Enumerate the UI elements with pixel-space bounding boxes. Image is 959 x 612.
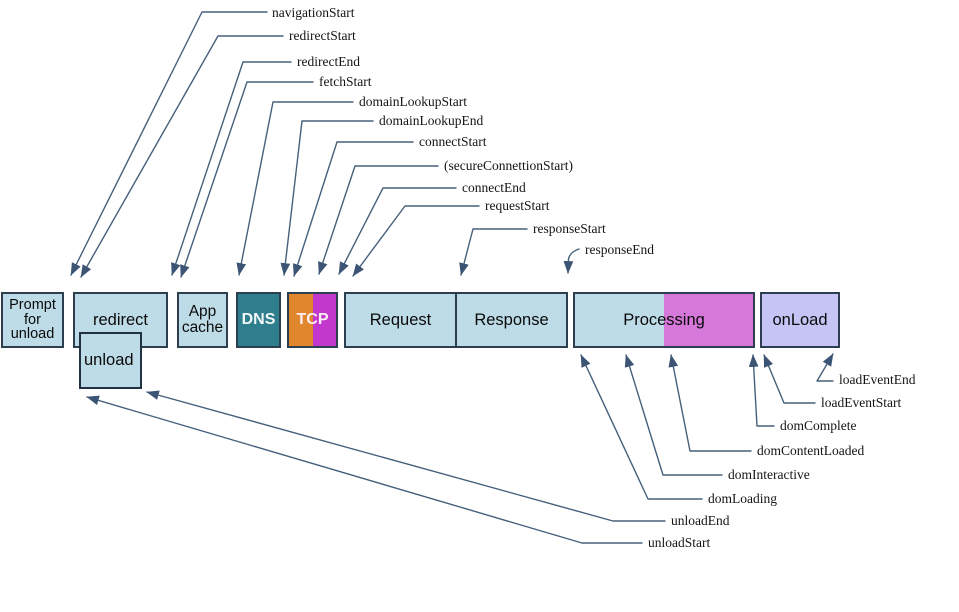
leader-domContentLoaded <box>668 354 752 452</box>
box-app-cache: App cache <box>177 292 228 348</box>
leader-responseEnd <box>563 248 580 274</box>
leader-domLoading <box>580 354 703 500</box>
event-label-connectStart: connectStart <box>419 134 487 149</box>
leader-responseStart <box>459 228 528 276</box>
box-request: Request <box>344 292 455 348</box>
event-label-domLoading: domLoading <box>708 491 777 506</box>
event-label-loadEventStart: loadEventStart <box>821 395 902 410</box>
event-label-domainLookupEnd: domainLookupEnd <box>379 113 484 128</box>
leader-unloadEnd <box>146 390 666 522</box>
leader-redirectEnd <box>171 61 292 276</box>
leader-requestStart <box>352 205 480 277</box>
event-label-navigationStart: navigationStart <box>272 5 355 20</box>
box-label: Response <box>474 310 549 329</box>
event-label-domainLookupStart: domainLookupStart <box>359 94 467 109</box>
event-label-requestStart: requestStart <box>485 198 550 213</box>
box-dns: DNS <box>236 292 281 348</box>
box-response: Response <box>455 292 568 348</box>
leader-connectEnd <box>338 187 457 275</box>
leader-loadEventStart <box>763 354 816 404</box>
event-label-responseEnd: responseEnd <box>585 242 654 257</box>
event-label-redirectStart: redirectStart <box>289 28 356 43</box>
box-label: TCP <box>296 310 329 328</box>
leader-unloadStart <box>86 395 643 544</box>
box-label: Request <box>369 310 432 329</box>
leader-domInteractive <box>624 354 723 476</box>
box-label: redirect <box>92 310 149 329</box>
event-label-secureConnectionStart: (secureConnettionStart) <box>444 158 573 173</box>
event-label-domInteractive: domInteractive <box>728 467 810 482</box>
leader-redirectStart <box>80 35 284 278</box>
box-processing: Processing <box>573 292 755 348</box>
box-label: DNS <box>241 310 276 328</box>
event-label-redirectEnd: redirectEnd <box>297 54 360 69</box>
event-label-unloadEnd: unloadEnd <box>671 513 730 528</box>
leader-navigationStart <box>70 11 268 276</box>
box-label: Processing <box>623 310 705 329</box>
event-label-domContentLoaded: domContentLoaded <box>757 443 865 458</box>
event-label-domComplete: domComplete <box>780 418 857 433</box>
leader-loadEventEnd <box>816 353 834 382</box>
event-label-fetchStart: fetchStart <box>319 74 372 89</box>
event-label-connectEnd: connectEnd <box>462 180 526 195</box>
event-label-unloadStart: unloadStart <box>648 535 711 550</box>
leader-domComplete <box>748 354 775 427</box>
event-label-responseStart: responseStart <box>533 221 606 236</box>
leader-fetchStart <box>180 81 314 278</box>
box-label: onLoad <box>772 310 828 329</box>
leader-connectStart <box>292 141 414 277</box>
box-label: unload <box>84 351 134 369</box>
event-label-loadEventEnd: loadEventEnd <box>839 372 916 387</box>
box-unload: unload <box>79 332 142 389</box>
box-onload: onLoad <box>760 292 840 348</box>
box-label: App cache <box>181 303 224 336</box>
box-prompt-for-unload: Prompt for unload <box>1 292 64 348</box>
box-tcp: TCP <box>287 292 338 348</box>
box-label: Prompt for unload <box>9 296 56 343</box>
leader-secureConnectionStart <box>318 165 439 275</box>
leader-domainLookupEnd <box>280 120 374 276</box>
leader-domainLookupStart <box>236 101 354 276</box>
